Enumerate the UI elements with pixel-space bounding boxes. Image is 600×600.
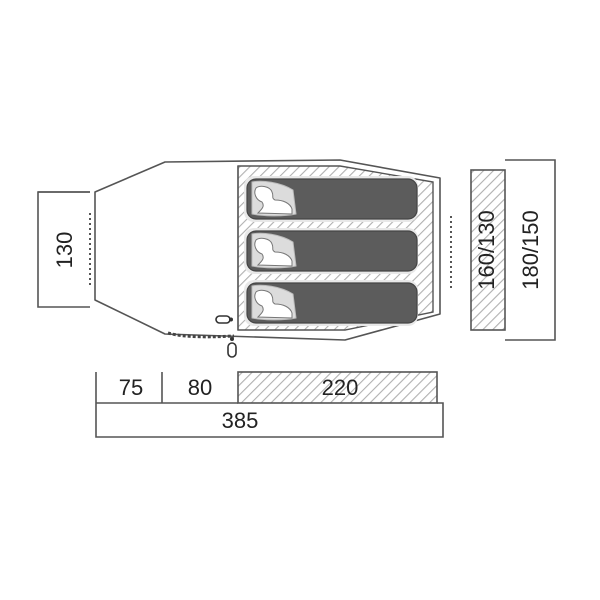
- outer-width-bracket: [505, 159, 556, 341]
- door-zipper: [167, 331, 235, 339]
- zipper-puller-lower-icon: [227, 342, 237, 358]
- sleeping-bags: [244, 176, 418, 326]
- inner-length-label: 220: [322, 375, 359, 400]
- zipper-puller-upper-dot: [229, 317, 233, 322]
- zipper-puller-lower-dot: [230, 337, 234, 341]
- zipper-pullers: [215, 315, 237, 358]
- vestibule-rear-label: 80: [188, 375, 212, 400]
- sleeping-bag: [244, 280, 418, 326]
- sleeping-bag: [244, 176, 418, 222]
- inner-width-dimension: 160/130: [470, 169, 506, 331]
- sleeping-bag: [244, 228, 418, 274]
- side-height-label: 130: [52, 232, 77, 269]
- total-length-label: 385: [222, 408, 259, 433]
- length-dimensions: 75 80 220 385: [95, 371, 444, 438]
- inner-width-label: 160/130: [474, 210, 499, 290]
- sleeper-figure-icon: [254, 237, 293, 267]
- outer-width-label: 180/150: [518, 210, 543, 290]
- inner-length-box: [237, 371, 438, 404]
- sleeper-figure-icon: [254, 185, 293, 215]
- zipper-puller-upper-icon: [215, 315, 231, 324]
- sleeper-figure-icon: [254, 289, 293, 319]
- side-height-dimension: 130: [37, 191, 90, 308]
- outer-width-dimension: 180/150: [505, 159, 556, 341]
- vestibule-front-label: 75: [119, 375, 143, 400]
- inner-width-box: [470, 169, 506, 331]
- segment-bracket: [95, 372, 444, 438]
- side-height-bracket-path: [37, 191, 90, 308]
